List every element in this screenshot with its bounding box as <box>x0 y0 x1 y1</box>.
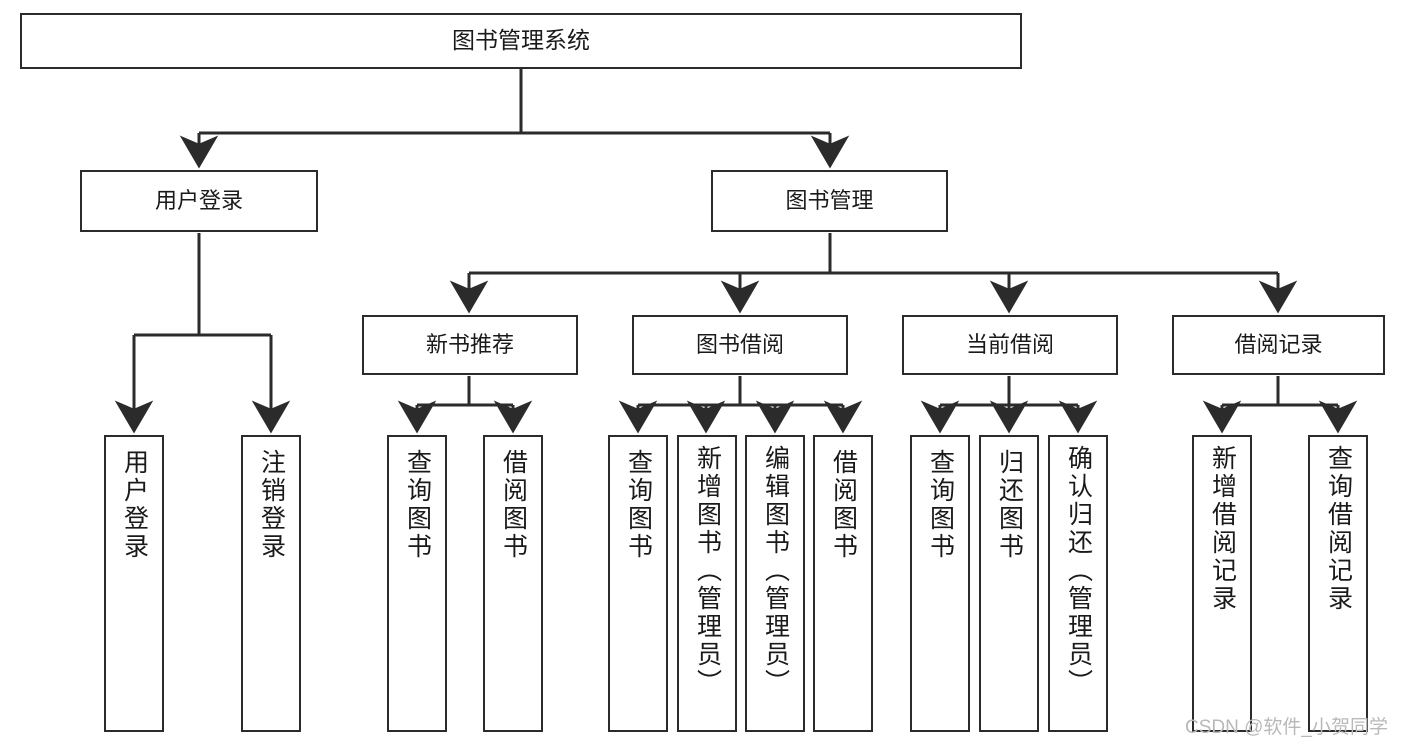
node-book-borrow[interactable]: 图书借阅 <box>632 315 848 375</box>
node-leaf-logout[interactable]: 注销登录 <box>241 435 301 732</box>
node-current-borrow[interactable]: 当前借阅 <box>902 315 1118 375</box>
node-leaf-return-book[interactable]: 归还图书 <box>979 435 1039 732</box>
node-label-leaf-user-login: 用户登录 <box>120 449 149 561</box>
node-label-leaf-query-book-current: 查询图书 <box>926 449 955 561</box>
node-label-borrow-record: 借阅记录 <box>1234 331 1323 357</box>
node-label-leaf-query-book-borrow: 查询图书 <box>624 449 653 561</box>
node-leaf-borrow-book-recommend[interactable]: 借阅图书 <box>483 435 543 732</box>
node-label-user-login: 用户登录 <box>154 187 243 213</box>
node-book-management[interactable]: 图书管理 <box>711 170 948 232</box>
node-leaf-user-login[interactable]: 用户登录 <box>104 435 164 732</box>
node-label-book-management: 图书管理 <box>785 187 874 213</box>
node-label-current-borrow: 当前借阅 <box>965 331 1054 357</box>
node-leaf-query-book-current[interactable]: 查询图书 <box>910 435 970 732</box>
node-label-root: 图书管理系统 <box>452 27 590 54</box>
node-leaf-query-borrow-record[interactable]: 查询借阅记录 <box>1308 435 1368 732</box>
node-label-leaf-query-borrow-record: 查询借阅记录 <box>1324 445 1353 613</box>
node-leaf-add-book-admin[interactable]: 新增图书（管理员） <box>677 435 737 732</box>
node-leaf-query-book-recommend[interactable]: 查询图书 <box>387 435 447 732</box>
node-label-leaf-confirm-return-admin: 确认归还（管理员） <box>1064 445 1093 697</box>
node-leaf-borrow-book[interactable]: 借阅图书 <box>813 435 873 732</box>
node-label-leaf-add-book-admin: 新增图书（管理员） <box>693 445 722 697</box>
node-label-leaf-edit-book-admin: 编辑图书（管理员） <box>761 445 790 697</box>
node-label-leaf-borrow-book-recommend: 借阅图书 <box>499 449 528 561</box>
node-leaf-edit-book-admin[interactable]: 编辑图书（管理员） <box>745 435 805 732</box>
node-leaf-confirm-return-admin[interactable]: 确认归还（管理员） <box>1048 435 1108 732</box>
node-label-new-book-recommend: 新书推荐 <box>425 331 514 357</box>
node-label-leaf-borrow-book: 借阅图书 <box>829 449 858 561</box>
node-label-leaf-query-book-recommend: 查询图书 <box>403 449 432 561</box>
node-root-book-management-system[interactable]: 图书管理系统 <box>20 13 1022 69</box>
node-label-leaf-add-borrow-record: 新增借阅记录 <box>1208 445 1237 613</box>
node-leaf-query-book-borrow[interactable]: 查询图书 <box>608 435 668 732</box>
node-leaf-add-borrow-record[interactable]: 新增借阅记录 <box>1192 435 1252 732</box>
node-user-login[interactable]: 用户登录 <box>80 170 318 232</box>
node-label-book-borrow: 图书借阅 <box>695 331 784 357</box>
node-label-leaf-return-book: 归还图书 <box>995 449 1024 561</box>
node-new-book-recommend[interactable]: 新书推荐 <box>362 315 578 375</box>
node-label-leaf-logout: 注销登录 <box>257 449 286 561</box>
node-borrow-record[interactable]: 借阅记录 <box>1172 315 1385 375</box>
